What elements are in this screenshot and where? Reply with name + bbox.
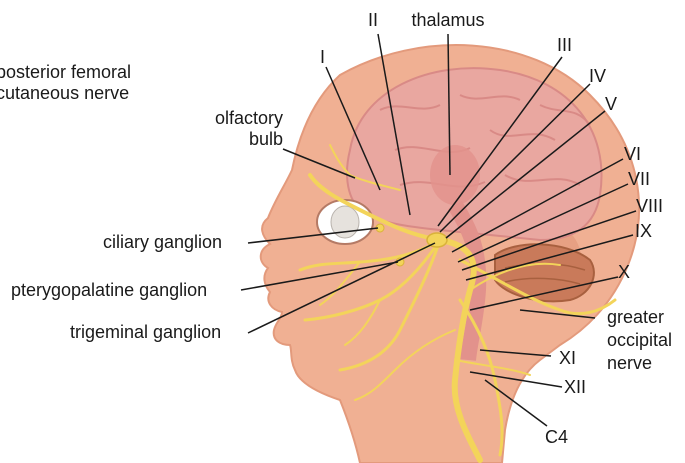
- label-thalamus: thalamus: [403, 10, 493, 31]
- label-nerve-XI: XI: [559, 348, 576, 369]
- label-nerve-V: V: [605, 94, 617, 115]
- label-ciliary-ganglion: ciliary ganglion: [103, 232, 222, 253]
- label-olfactory-line2: bulb: [197, 129, 283, 150]
- label-nerve-X: X: [618, 262, 630, 283]
- label-greater-occipital-line2: occipital: [607, 330, 672, 351]
- label-olfactory-line1: olfactory: [197, 108, 283, 129]
- label-c4: C4: [545, 427, 568, 448]
- label-nerve-XII: XII: [564, 377, 586, 398]
- label-nerve-VIII: VIII: [636, 196, 663, 217]
- label-trigeminal-ganglion: trigeminal ganglion: [70, 322, 221, 343]
- label-nerve-IX: IX: [635, 221, 652, 242]
- label-pterygopalatine-ganglion: pterygopalatine ganglion: [11, 280, 207, 301]
- label-posterior-femoral-line2: cutaneous nerve: [0, 83, 129, 104]
- label-nerve-II: II: [368, 10, 378, 31]
- label-nerve-VI: VI: [624, 144, 641, 165]
- label-nerve-III: III: [557, 35, 572, 56]
- label-nerve-IV: IV: [589, 66, 606, 87]
- label-nerve-I: I: [320, 47, 325, 68]
- label-greater-occipital-line3: nerve: [607, 353, 652, 374]
- label-posterior-femoral-line1: posterior femoral: [0, 62, 131, 83]
- label-greater-occipital-line1: greater: [607, 307, 664, 328]
- label-nerve-VII: VII: [628, 169, 650, 190]
